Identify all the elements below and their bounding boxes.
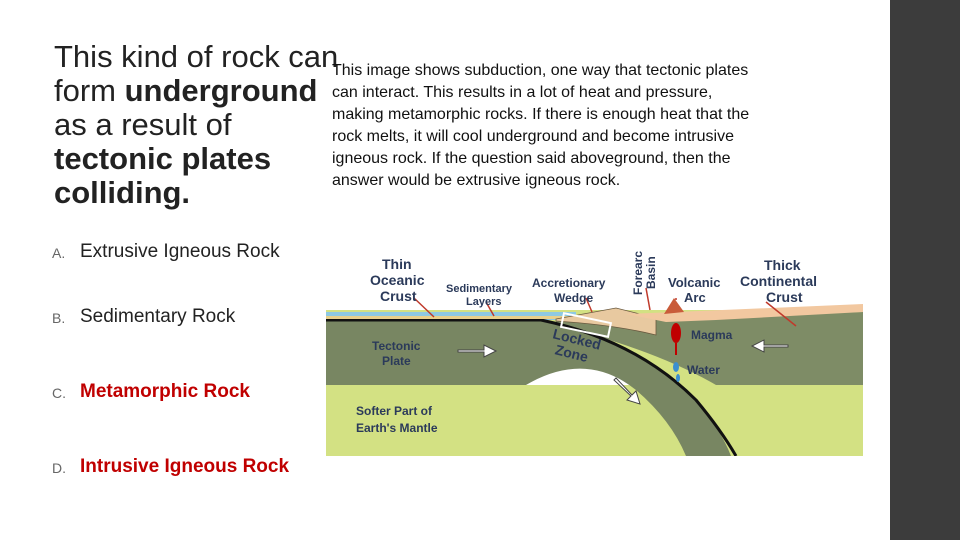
water-drop [676,374,680,382]
leader-line [585,297,593,313]
volcano [664,298,684,314]
label-tectonic-plate: Tectonic Plate [372,339,424,368]
subduction-diagram: Thin Oceanic Crust Sedimentary Layers Ac… [326,240,863,456]
magma-blob [671,323,681,343]
option-text: Sedimentary Rock [80,306,236,327]
continental-crust [626,304,863,322]
title-line-3: as a result of [54,107,232,142]
plate-motion-arrow-left [750,339,789,353]
subduction-arrow [613,377,641,405]
title-line-1: This kind of rock can [54,39,339,74]
leader-line [645,287,651,311]
oceanic-plate [326,320,731,456]
label-accretionary-wedge: Accretionary Wedge [532,276,609,305]
title-line-4: tectonic plates [54,141,272,176]
question-title: This kind of rock can form underground a… [54,40,354,210]
plate-motion-arrow-right [457,344,498,358]
label-softer-mantle: Softer Part of Earth's Mantle [356,404,438,435]
option-text: Intrusive Igneous Rock [80,456,290,477]
option-letter: C. [52,385,66,401]
option-letter: D. [52,460,66,476]
leader-line [765,301,797,327]
label-magma: Magma [691,328,733,342]
right-side-bar [890,0,960,540]
label-forearc-basin: Forearc Basin [631,248,658,295]
water-drop [673,362,679,372]
label-water: Water [687,363,720,377]
explanation-text: This image shows subduction, one way tha… [332,62,750,189]
label-thin-oceanic-crust: Thin Oceanic Crust [370,256,428,304]
label-volcanic-arc: Volcanic Arc [668,275,724,305]
leader-line [413,297,435,318]
option-text: Metamorphic Rock [80,381,250,402]
option-text: Extrusive Igneous Rock [80,241,280,262]
title-line-2: form underground [54,74,354,108]
option-letter: B. [52,310,66,326]
leader-line [485,301,495,317]
option-letter: A. [52,245,66,261]
label-sedimentary-layers: Sedimentary Layers [446,283,515,308]
locked-zone-box [559,311,613,339]
title-line-2-bold: underground [124,73,318,108]
title-line-5: colliding. [54,175,191,210]
label-thick-continental-crust: Thick Continental Crust [740,257,821,305]
label-locked-zone: Locked Zone [548,325,607,368]
sediment-layer [326,316,576,319]
title-line-2-regular: form [54,73,125,108]
